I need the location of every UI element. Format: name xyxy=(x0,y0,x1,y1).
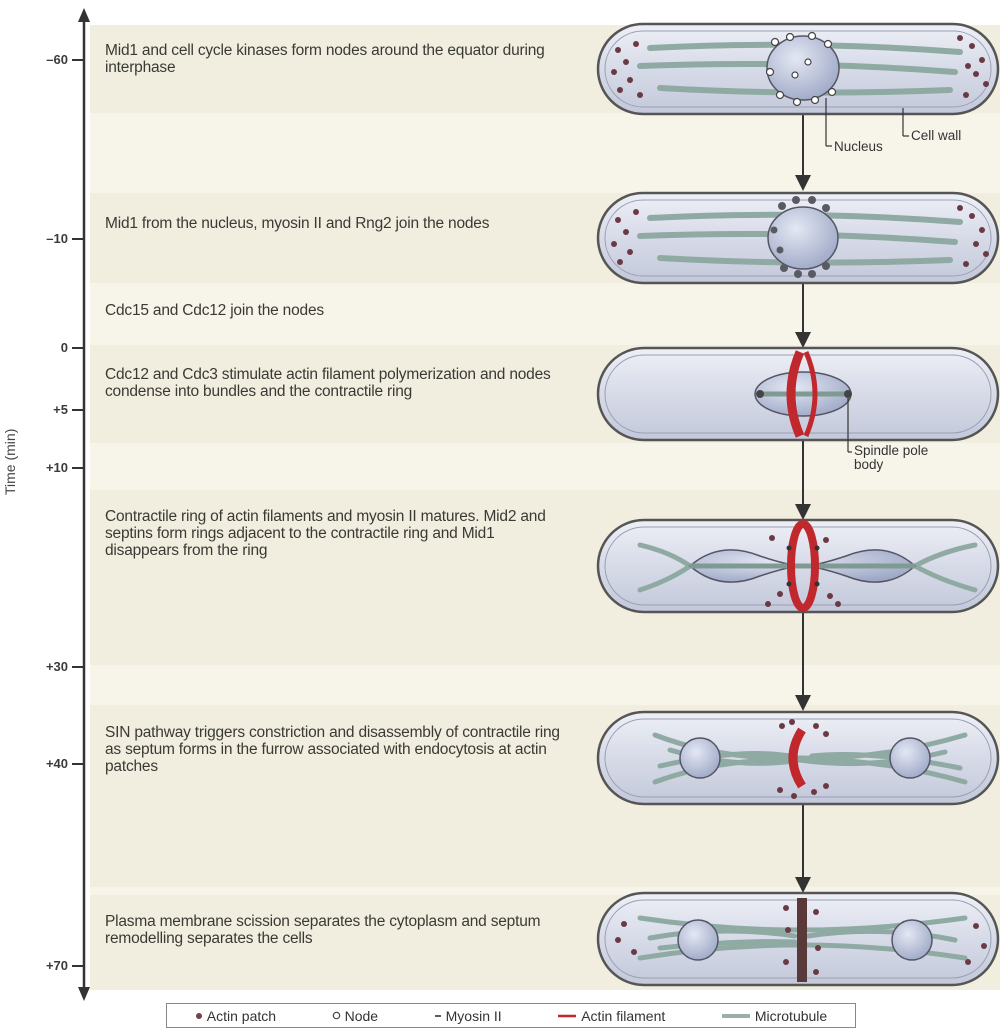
time-axis xyxy=(72,8,90,1001)
cell-stage-3 xyxy=(598,348,998,452)
legend-label-microtubule: Microtubule xyxy=(755,1008,827,1024)
legend-label-node: Node xyxy=(345,1008,378,1024)
daughter-nucleus-left-icon xyxy=(680,738,720,778)
legend: Actin patch Node Myosin II Actin filamen… xyxy=(166,1003,856,1028)
cell-stage-5 xyxy=(598,712,998,804)
legend-item-microtubule: Microtubule xyxy=(721,1008,827,1024)
legend-label-myosin: Myosin II xyxy=(446,1008,502,1024)
septum xyxy=(797,898,807,982)
spindle-pole-body-left xyxy=(756,390,764,398)
legend-label-actin-filament: Actin filament xyxy=(581,1008,665,1024)
daughter-nucleus-left-icon xyxy=(678,920,718,960)
legend-item-node: Node xyxy=(332,1008,378,1024)
nucleus-icon xyxy=(768,207,838,269)
legend-item-actin-patch: Actin patch xyxy=(195,1008,276,1024)
spindle-pole-body-right xyxy=(844,390,852,398)
callout-nucleus: Nucleus xyxy=(834,140,883,154)
cell-stage-6 xyxy=(598,893,998,985)
node-icon xyxy=(332,1011,341,1020)
callout-spindle-pole-body: Spindle pole body xyxy=(854,444,950,472)
callout-cell-wall: Cell wall xyxy=(911,129,961,143)
actin-filament-icon xyxy=(557,1012,577,1020)
microtubule-icon xyxy=(721,1012,751,1020)
daughter-nucleus-right-icon xyxy=(890,738,930,778)
myosin-icon xyxy=(434,1012,442,1020)
legend-item-actin-filament: Actin filament xyxy=(557,1008,665,1024)
daughter-nucleus-right-icon xyxy=(892,920,932,960)
actin-patch-icon xyxy=(195,1012,203,1020)
legend-item-myosin: Myosin II xyxy=(434,1008,502,1024)
cell-stage-2 xyxy=(598,193,998,283)
cell-stage-4 xyxy=(598,520,998,612)
legend-label-actin-patch: Actin patch xyxy=(207,1008,276,1024)
